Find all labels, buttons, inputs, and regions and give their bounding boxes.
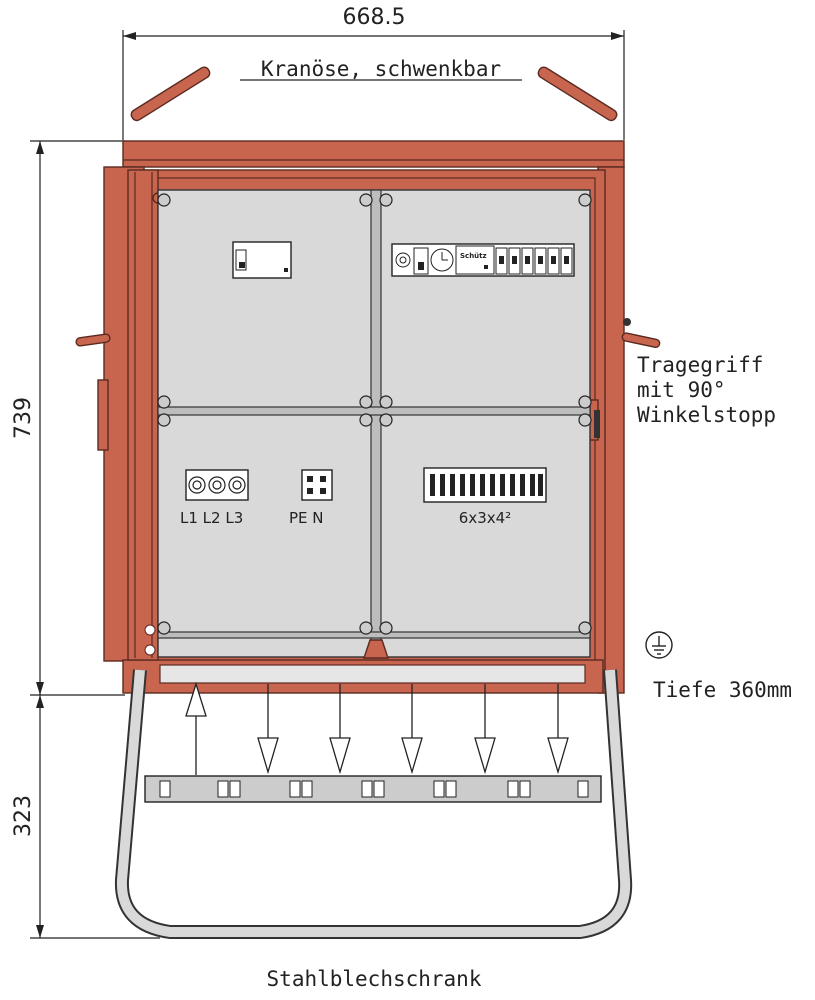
din-rail-devices: Schütz bbox=[391, 243, 575, 277]
handle-label-line2: mit 90° bbox=[637, 378, 726, 402]
phase-terminals-label: L1 L2 L3 bbox=[180, 509, 243, 527]
handle-left bbox=[75, 333, 111, 347]
handle-label-line3: Winkelstopp bbox=[637, 403, 776, 427]
crane-eye-annotation: Kranöse, schwenkbar bbox=[240, 57, 522, 81]
outlet-terminal-blocks: 6x3x4² bbox=[423, 467, 547, 527]
width-dimension-label: 668.5 bbox=[343, 5, 406, 30]
contactor-label: Schütz bbox=[460, 252, 487, 260]
handle-right bbox=[621, 318, 661, 349]
cabinet-height-label: 739 bbox=[11, 397, 36, 439]
stand-frame bbox=[114, 669, 633, 939]
stand-height-dimension: 323 bbox=[11, 695, 160, 939]
caption: Stahlblechschrank bbox=[267, 967, 482, 991]
handle-annotation: Tragegriff mit 90° Winkelstopp bbox=[637, 353, 776, 427]
cabinet-height-dimension: 739 bbox=[11, 140, 125, 696]
phase-terminals: L1 L2 L3 bbox=[180, 469, 249, 527]
earth-symbol bbox=[645, 631, 673, 659]
width-dimension: 668.5 bbox=[122, 5, 625, 140]
crane-eye-left bbox=[130, 66, 211, 122]
crane-eye-label: Kranöse, schwenkbar bbox=[261, 57, 501, 81]
handle-label-line1: Tragegriff bbox=[637, 353, 763, 377]
crane-eye-right bbox=[537, 66, 618, 122]
cable-arrows bbox=[185, 681, 569, 775]
strain-relief-bar bbox=[144, 775, 602, 803]
outlet-terminals-label: 6x3x4² bbox=[459, 509, 511, 527]
meter-device bbox=[232, 241, 292, 279]
depth-label: Tiefe 360mm bbox=[653, 678, 792, 702]
pe-n-terminals: PE N bbox=[289, 469, 333, 527]
pe-n-label: PE N bbox=[289, 509, 324, 527]
stand-height-label: 323 bbox=[11, 795, 36, 837]
